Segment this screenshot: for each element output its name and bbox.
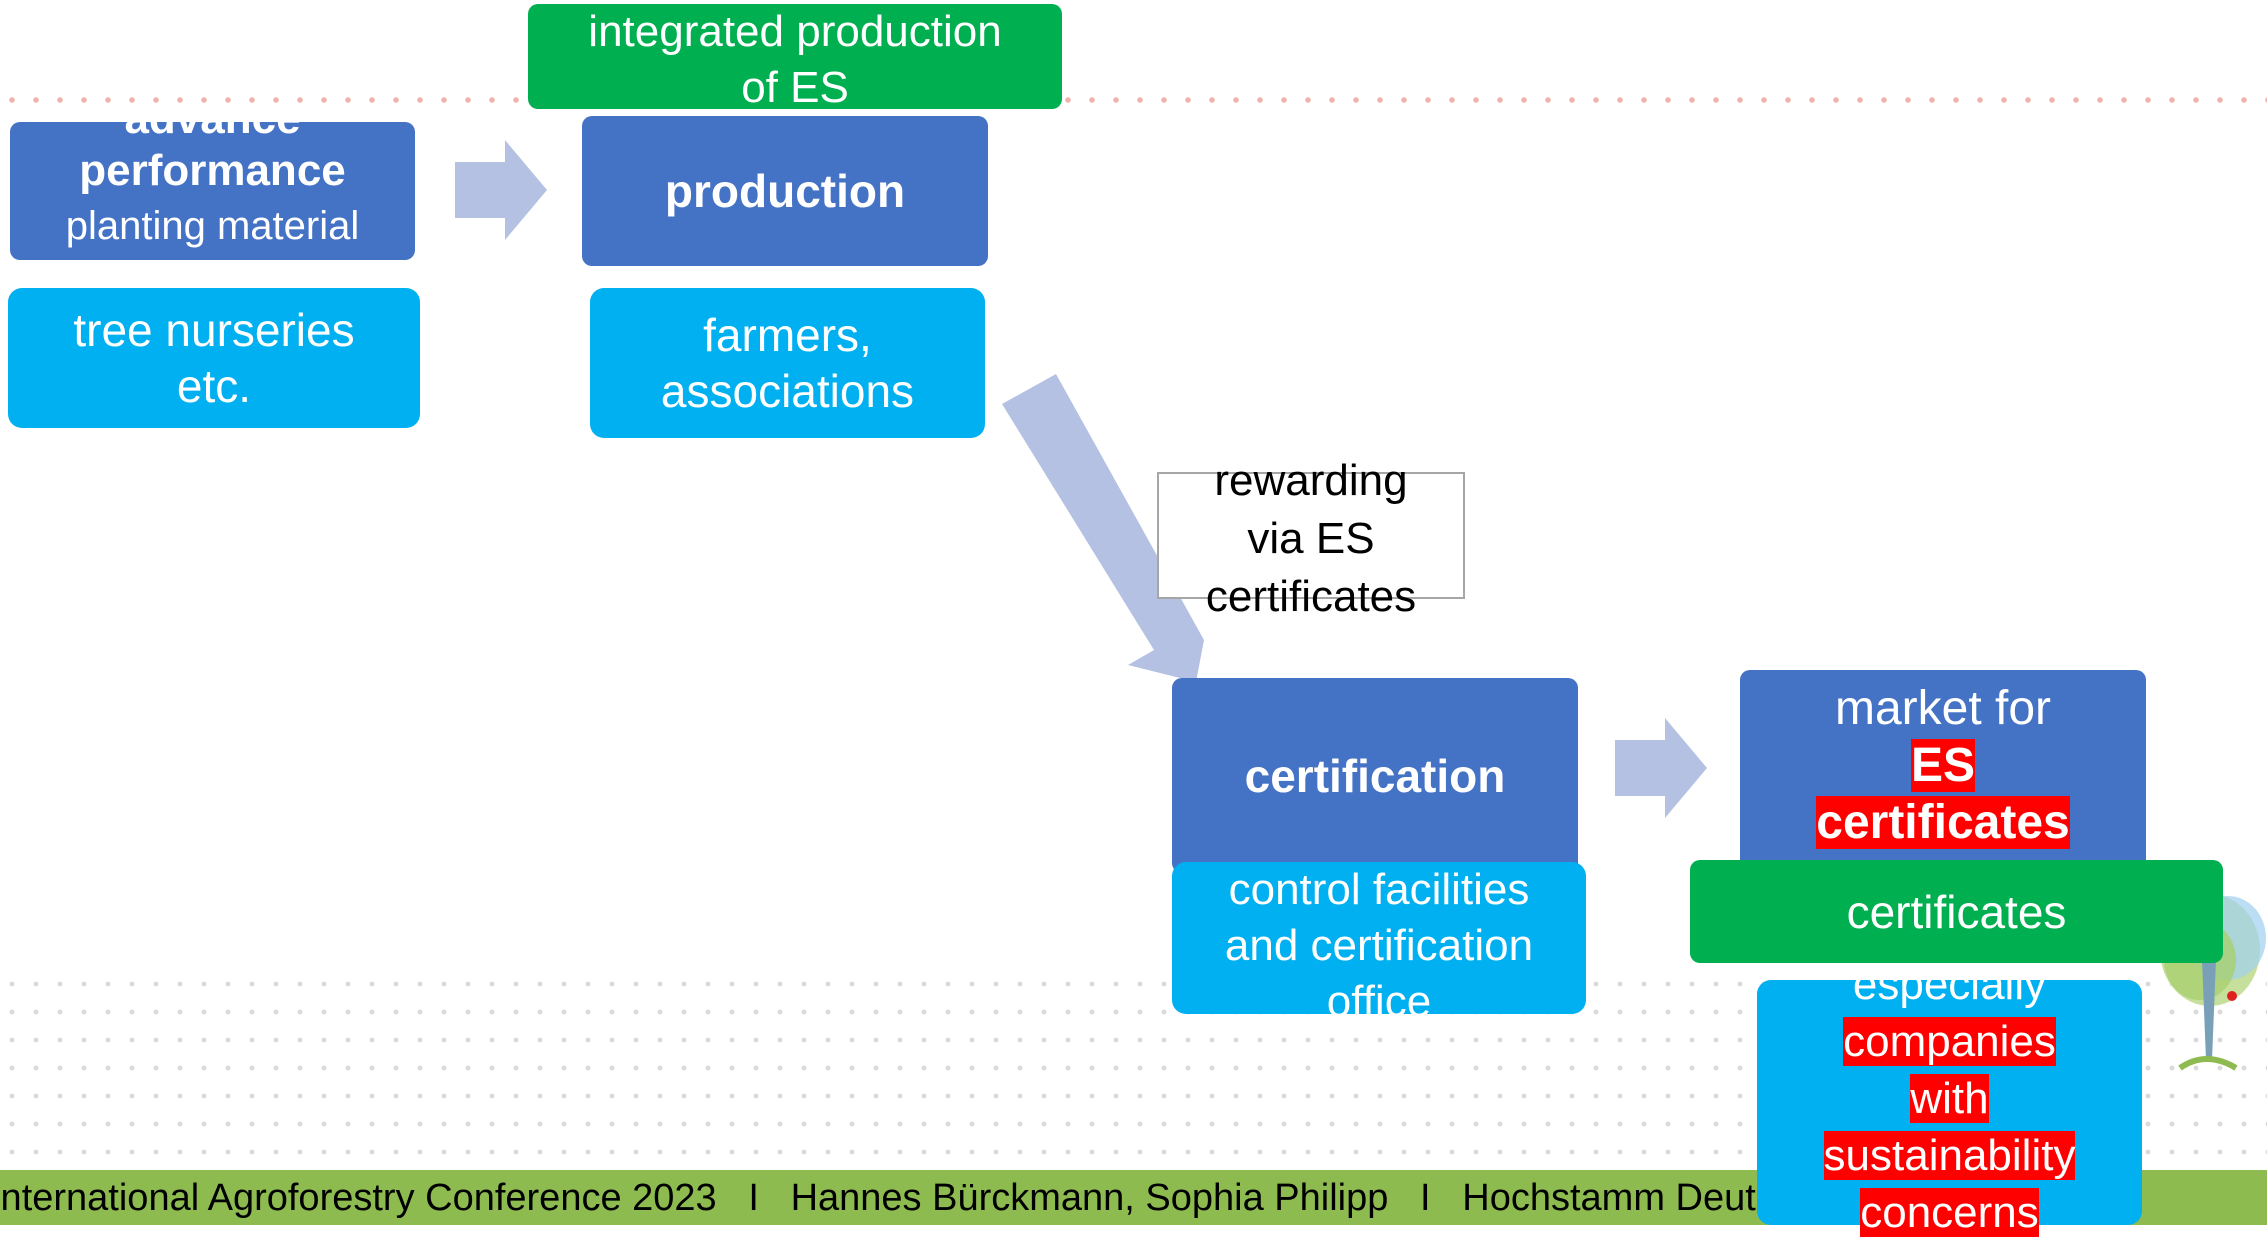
certificates-box: certificates — [1690, 860, 2223, 963]
farmers-box: farmers, associations — [590, 288, 985, 438]
companies-line3: with — [1910, 1074, 1989, 1123]
performance-top-clipped: advance — [10, 122, 415, 144]
market-es-highlight: ES — [1910, 739, 1976, 792]
production-box: production — [582, 116, 988, 266]
control-facilities-box: control facilities and certification off… — [1172, 862, 1586, 1014]
companies-line1: especially — [1852, 960, 2047, 1009]
arrow-right-2 — [1615, 718, 1707, 818]
arrow-diagonal — [1002, 374, 1204, 682]
companies-line2: companies — [1843, 1017, 2056, 1066]
market-line1: market for — [1834, 682, 2052, 735]
performance-box: advance performance planting material — [10, 122, 415, 260]
rewarding-text: rewarding via ES certificates — [1205, 456, 1417, 621]
companies-line5: concerns — [1860, 1188, 2039, 1237]
arrow-right-1 — [455, 140, 547, 240]
companies-box: especially companies with sustainability… — [1757, 960, 2142, 1237]
performance-subtitle: planting material — [65, 203, 360, 248]
companies-line4: sustainability — [1823, 1131, 2076, 1180]
certification-box: certification — [1172, 678, 1578, 873]
top-dotted-line — [0, 88, 2267, 112]
tree-nurseries-box: tree nurseries etc. — [8, 288, 420, 428]
market-certificates-highlight: certificates — [1816, 796, 2070, 849]
market-box: market for ES certificates — [1740, 670, 2146, 870]
rewarding-callout-box — [1157, 472, 1465, 599]
performance-title: performance — [79, 145, 346, 195]
integrated-production-box: integrated production of ES — [528, 4, 1062, 109]
